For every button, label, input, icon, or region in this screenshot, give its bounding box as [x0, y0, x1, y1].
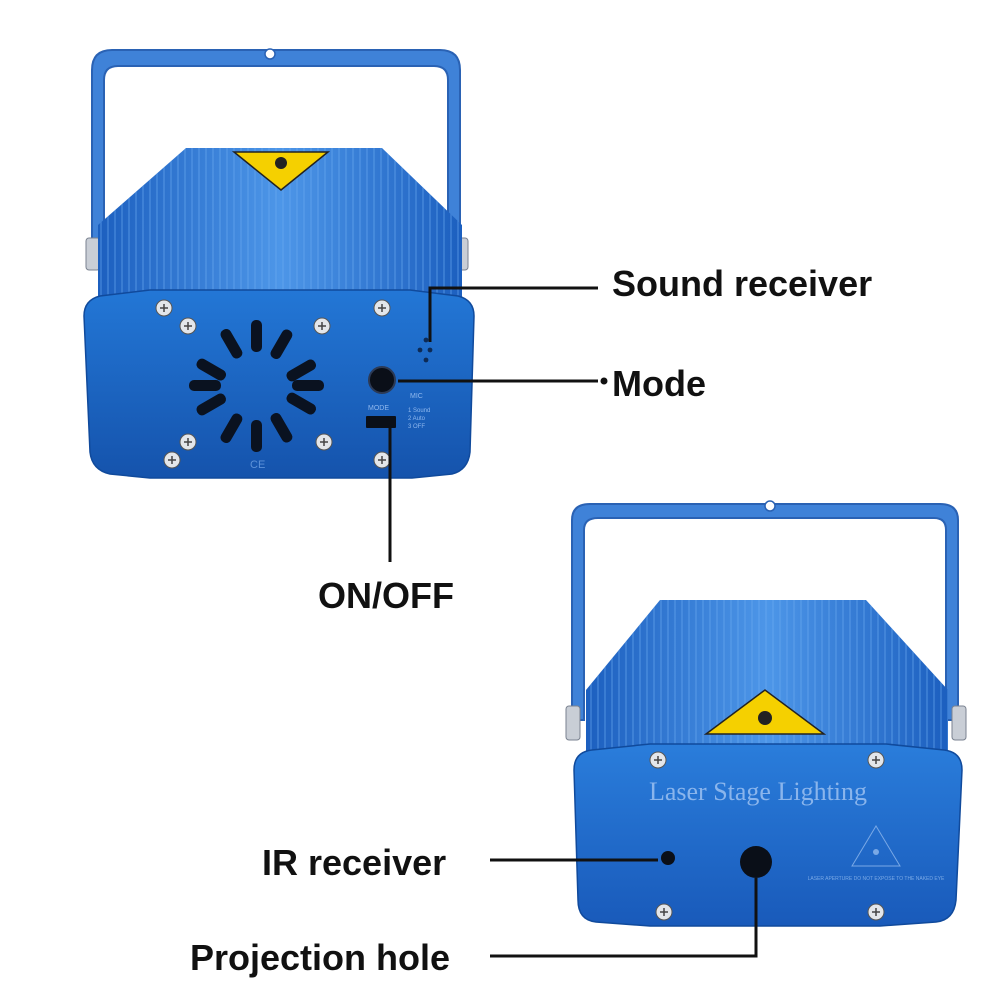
callout-lines-front	[388, 286, 608, 562]
on-off-label: ON/OFF	[318, 575, 454, 616]
on-off-switch[interactable]	[366, 416, 396, 428]
device-front: CE MIC MODE 1 Sound 2 Auto 3 OFF	[83, 48, 475, 479]
device-rear: Laser Stage Lighting LASER APERTURE DO N…	[565, 500, 967, 927]
ir-receiver-label: IR receiver	[262, 842, 447, 883]
mic-label: MIC	[410, 393, 423, 400]
mode-label: MODE	[368, 405, 389, 412]
mode-label-callout: Mode	[612, 363, 706, 404]
sound-receiver-holes	[417, 337, 433, 363]
mode-option-1: 1 Sound	[408, 408, 430, 414]
aperture-warning-label	[851, 825, 901, 867]
mode-option-3: 3 OFF	[408, 424, 425, 430]
aperture-warning-text: LASER APERTURE DO NOT EXPOSE TO THE NAKE…	[808, 876, 945, 882]
callout-lines-rear	[490, 858, 758, 958]
rear-panel	[573, 743, 963, 927]
sound-receiver-label: Sound receiver	[612, 263, 873, 304]
sound-receiver-line	[428, 286, 598, 342]
bracket-knob-left-rear	[565, 705, 581, 741]
front-panel	[83, 289, 475, 479]
ir-receiver-sensor	[661, 851, 675, 865]
laser-warning-triangle	[231, 151, 331, 191]
engraving-text: Laser Stage Lighting	[649, 777, 867, 806]
projection-hole	[740, 846, 772, 878]
mode-button[interactable]	[368, 366, 396, 394]
mode-option-2: 2 Auto	[408, 416, 426, 422]
vent-slots	[189, 320, 324, 452]
bracket-knob-left	[85, 237, 101, 271]
projection-hole-label: Projection hole	[190, 937, 451, 978]
projection-hole-line	[490, 878, 758, 958]
ce-mark: CE	[250, 459, 265, 471]
bracket-knob-right-rear	[951, 705, 967, 741]
